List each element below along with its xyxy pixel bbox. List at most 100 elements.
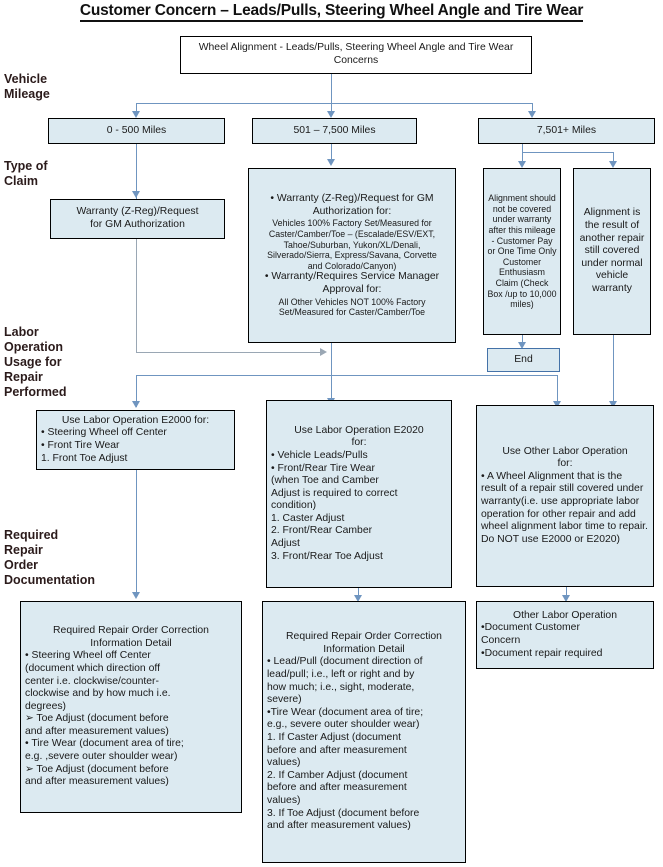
labor-node-e2020-item-4: Adjust is required to correct [271,487,398,499]
start-node-text: Wheel Alignment - Leads/Pulls, Steering … [198,42,514,66]
doc-node-middle-line-3: how much; i.e., sight, moderate, [267,681,415,693]
end-node[interactable]: End [487,348,560,372]
doc-node-middle-line-8: before and after measurement [267,744,407,756]
claim-detail-bullet2-head-line2: Approval for: [322,283,382,295]
doc-node-left-line-1: • Steering Wheel off Center [25,650,151,662]
doc-node-right-line-3: •Document repair required [481,647,603,659]
connector-other-to-doc [566,587,568,599]
arrow-to-end [518,342,526,349]
connector-mileage-right-drop [532,103,534,113]
labor-node-other-body: • A Wheel Alignment that is the result o… [481,470,648,545]
doc-node-middle-line-6: e.g., severe outer shoulder wear) [267,719,420,731]
claim-detail-bullet1-head-line1: • Warranty (Z-Reg)/Request for GM [270,193,434,205]
connector-mid-claim-to-labor [331,343,333,405]
claim-node-warranty-zreg[interactable]: Warranty (Z-Reg)/Request for GM Authoriz… [50,199,225,239]
claim-detail-bullet1-body-line1: Vehicles 100% Factory Set/Measured for [272,218,432,229]
doc-node-middle-line-5: •Tire Wear (document area of tire; [267,706,424,718]
claim-detail-bullet2-head-line1: • Warranty/Requires Service Manager [264,271,440,283]
connector-right-split-right [613,152,615,166]
labor-node-e2020-item-7: 2. Front/Rear Camber [271,525,373,537]
connector-mid-to-claim [331,144,333,164]
doc-node-left[interactable]: Required Repair Order Correction Informa… [20,601,242,813]
connector-mileage-mid-drop [331,103,333,113]
labor-node-e2000[interactable]: Use Labor Operation E2000 for: • Steerin… [36,410,235,470]
doc-node-middle-line-10: 2. If Camber Adjust (document [267,769,408,781]
connector-e2000-to-doc [136,470,138,596]
doc-node-left-line-6: ➢ Toe Adjust (document before [25,713,169,725]
connector-mileage-bus [136,103,532,105]
doc-node-right[interactable]: Other Labor Operation •Document Customer… [476,601,654,669]
arrow-to-mileage-left [132,111,140,118]
claim-node-warranty-detail[interactable]: • Warranty (Z-Reg)/Request for GM Author… [248,168,456,343]
page-title-text: Customer Concern – Leads/Pulls, Steering… [79,2,583,22]
row-label-labor-operation: Labor Operation Usage for Repair Perform… [4,325,67,399]
doc-node-middle-head-1: Required Repair Order Correction [286,631,442,643]
labor-node-e2020-item-8: Adjust [271,538,300,550]
row-label-vehicle-mileage: Vehicle Mileage [4,72,50,101]
labor-node-other-head-1: Use Other Labor Operation [502,445,628,457]
arrow-to-claim-right-b [609,161,617,168]
doc-node-middle-line-12: values) [267,794,301,806]
mileage-node-0-500[interactable]: 0 - 500 Miles [48,118,225,144]
labor-node-e2020-item-3: (when Toe and Camber [271,475,379,487]
connector-left-claim-down [136,239,138,353]
claim-detail-bullet1-body-line2: Caster/Camber/Toe – (Escalade/ESV/EXT, [268,229,436,240]
doc-node-left-line-5: degrees) [25,700,67,712]
doc-node-left-line-8: • Tire Wear (document area of tire; [25,738,184,750]
doc-node-left-line-3: center i.e. clockwise/counter- [25,675,159,687]
connector-labor-left-drop [136,375,138,407]
arrow-to-doc-mid [354,595,362,602]
labor-node-e2020-head-1: Use Labor Operation E2020 [294,424,424,436]
connector-result-repair-down [613,335,615,407]
doc-node-middle-line-14: and after measurement values) [267,820,411,832]
labor-node-e2020-item-6: 1. Caster Adjust [271,512,345,524]
doc-node-middle-line-9: values) [267,757,301,769]
connector-mileage-left-drop [136,103,138,113]
claim-node-warranty-zreg-line2: for GM Authorization [90,219,185,230]
arrow-to-labor-left [132,401,140,408]
doc-node-left-head-1: Required Repair Order Correction [53,625,209,637]
arrow-to-labor-right-b [609,401,617,408]
doc-node-left-line-10: ➢ Toe Adjust (document before [25,763,169,775]
doc-node-middle-head-2: Information Detail [323,643,405,655]
connector-start-down [331,73,333,104]
doc-node-middle-line-11: before and after measurement [267,782,407,794]
labor-node-other[interactable]: Use Other Labor Operation for: • A Wheel… [476,405,654,587]
labor-node-e2020[interactable]: Use Labor Operation E2020 for: • Vehicle… [266,400,452,588]
doc-node-right-line-1: •Document Customer [481,622,580,634]
arrow-to-doc-right [562,595,570,602]
connector-e2020-to-doc [358,588,360,599]
labor-node-e2020-head-2: for: [351,437,367,449]
arrow-to-claim-left [132,191,140,198]
doc-node-left-line-4: clockwise and by how much i.e. [25,688,171,700]
mileage-node-501-7500[interactable]: 501 – 7,500 Miles [252,118,417,144]
connector-0500-to-claim [136,144,138,199]
arrow-to-claim-right-a [518,161,526,168]
claim-node-not-covered[interactable]: Alignment should not be covered under wa… [483,168,561,335]
doc-node-middle-line-1: • Lead/Pull (document direction of [267,656,423,668]
labor-node-e2000-item-3: 1. Front Toe Adjust [41,452,128,464]
arrow-to-mileage-right [528,111,536,118]
labor-node-e2000-head: Use Labor Operation E2000 for: [61,414,210,426]
connector-to-end [522,335,524,346]
doc-node-right-head: Other Labor Operation [513,609,617,621]
doc-node-middle[interactable]: Required Repair Order Correction Informa… [262,601,466,863]
connector-labor-bus [136,375,558,377]
doc-node-left-line-9: e.g. ,severe outer shoulder wear) [25,751,178,763]
claim-node-result-of-repair[interactable]: Alignment is the result of another repai… [573,168,651,335]
doc-node-right-line-2: Concern [481,635,521,646]
labor-node-other-head-2: for: [557,458,573,470]
claim-node-not-covered-text: Alignment should not be covered under wa… [487,193,557,310]
labor-node-e2020-item-5: condition) [271,500,317,512]
claim-detail-bullet1-head-line2: Authorization for: [312,205,392,217]
mileage-node-7501-plus[interactable]: 7,501+ Miles [478,118,655,144]
arrow-to-mileage-mid [327,111,335,118]
arrow-to-labor-right-a [553,401,561,408]
doc-node-middle-line-4: severe) [267,694,302,706]
claim-detail-bullet1-body-line4: Silverado/Sierra, Express/Savana, Corvet… [267,250,437,261]
doc-node-left-line-11: and after measurement values) [25,776,169,788]
mileage-node-7501-plus-label: 7,501+ Miles [536,124,597,136]
arrow-left-claim-into-mid [320,348,327,356]
doc-node-left-head-2: Information Detail [90,637,172,649]
